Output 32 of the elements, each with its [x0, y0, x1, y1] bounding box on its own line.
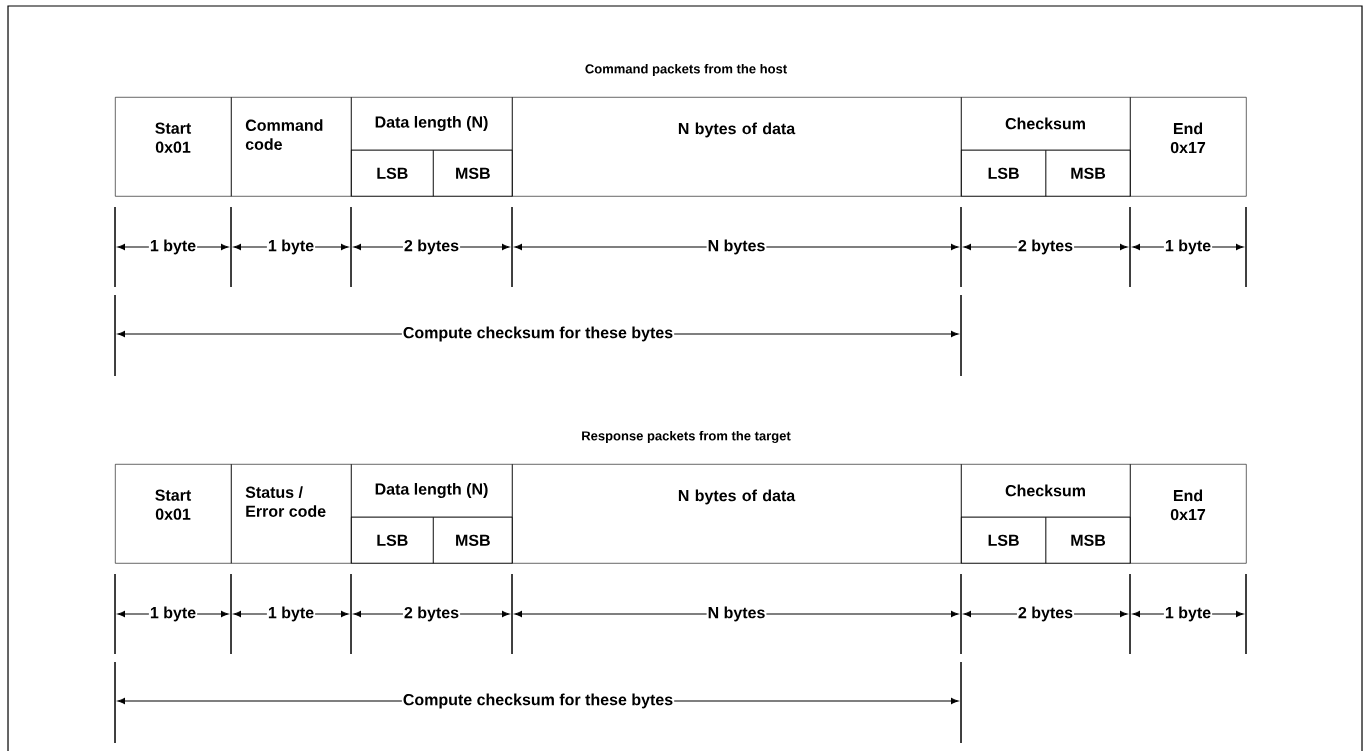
section-title: Command packets from the host [585, 63, 787, 77]
section-title: Response packets from the target [582, 430, 791, 444]
dimension-label: 1 byte [148, 605, 198, 623]
field-box: Command code [231, 97, 352, 197]
dimension-label: 1 byte [148, 238, 198, 256]
dimension-label: 1 byte [266, 605, 316, 623]
field-box: Start 0x01 [115, 464, 232, 564]
dimension-label: 1 byte [1163, 238, 1213, 256]
dimension-label: 2 bytes [1016, 238, 1075, 256]
field-box: LSB [961, 150, 1047, 197]
field-box: Start 0x01 [115, 97, 232, 197]
field-box: LSB [961, 517, 1047, 564]
dimension-label: 1 byte [266, 238, 316, 256]
field-box: End 0x17 [1130, 464, 1247, 564]
field-box: MSB [433, 150, 513, 197]
field-box: MSB [1045, 517, 1131, 564]
dimension-label: 2 bytes [402, 605, 461, 623]
dimension-label: N bytes [706, 238, 767, 256]
dimension-label: Compute checksum for these bytes [401, 325, 675, 343]
field-box: MSB [433, 517, 513, 564]
dimension-label: 2 bytes [1016, 605, 1075, 623]
field-box: LSB [351, 150, 434, 197]
field-box: MSB [1045, 150, 1131, 197]
field-box: End 0x17 [1130, 97, 1247, 197]
field-box: N bytes of data [512, 464, 962, 564]
field-box: N bytes of data [512, 97, 962, 197]
field-box: LSB [351, 517, 434, 564]
dimension-label: 1 byte [1163, 605, 1213, 623]
field-box: Status / Error code [231, 464, 352, 564]
dimension-label: Compute checksum for these bytes [401, 692, 675, 710]
dimension-label: N bytes [706, 605, 767, 623]
dimension-label: 2 bytes [402, 238, 461, 256]
